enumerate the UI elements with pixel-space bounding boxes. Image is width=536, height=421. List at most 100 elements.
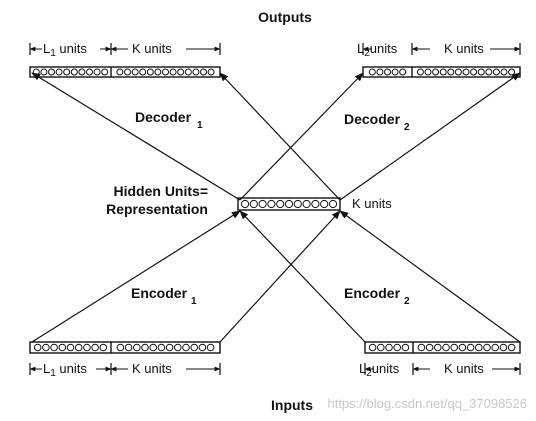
- unit-circle: [207, 68, 215, 76]
- unit-circle: [377, 343, 385, 352]
- dim-input-right: L2units K units: [359, 361, 521, 379]
- unit-circle: [101, 68, 109, 76]
- unit-circle: [50, 343, 58, 352]
- unit-circle: [284, 199, 294, 209]
- arrow-input-right-start-to-hidden: [239, 210, 366, 343]
- unit-circle: [74, 343, 83, 352]
- unit-circle: [462, 68, 470, 76]
- unit-circle: [55, 68, 63, 76]
- unit-circle: [86, 68, 93, 76]
- unit-circle: [470, 68, 478, 76]
- unit-circle: [447, 68, 455, 76]
- unit-circle: [182, 343, 190, 352]
- unit-circle: [198, 343, 207, 352]
- unit-circle: [432, 68, 440, 76]
- arrow-hidden-to-output-left-start: [31, 72, 241, 201]
- output-right-k-units: K units: [444, 41, 484, 56]
- representation-label: Representation: [106, 201, 208, 217]
- unit-circle: [328, 199, 338, 209]
- unit-circle: [139, 68, 147, 76]
- unit-circle: [165, 343, 174, 352]
- unit-bars: [29, 66, 521, 354]
- arrow-hidden-to-output-right-start: [239, 72, 364, 201]
- unit-circle: [499, 343, 508, 352]
- unit-circle: [466, 343, 475, 352]
- outputs-title: Outputs: [258, 9, 312, 25]
- unit-circle: [320, 199, 329, 209]
- unit-circle: [131, 68, 139, 76]
- input-right-l-units: L2units: [359, 361, 400, 379]
- unit-circle: [384, 68, 391, 76]
- unit-circle: [149, 343, 157, 352]
- unit-circle: [116, 343, 125, 352]
- unit-circle: [258, 199, 267, 209]
- unit-circle: [91, 343, 99, 352]
- unit-circle: [302, 199, 311, 209]
- unit-circle: [483, 343, 491, 352]
- unit-circle: [368, 343, 377, 352]
- unit-circle: [174, 343, 182, 352]
- unit-circle: [141, 343, 149, 352]
- unit-circle: [442, 343, 450, 352]
- unit-circle: [492, 68, 500, 76]
- arrow-hidden-to-output-left-end: [219, 72, 341, 201]
- input-left-l-units: L1 units: [43, 361, 87, 379]
- inputs-title: Inputs: [271, 397, 313, 413]
- input-right-k-units: K units: [444, 361, 484, 376]
- unit-circle: [267, 199, 276, 209]
- unit-circle: [116, 68, 124, 76]
- unit-circle: [416, 68, 424, 76]
- output-left-l-units: L1 units: [43, 41, 87, 59]
- unit-circle: [454, 68, 462, 76]
- unit-circle: [385, 343, 393, 352]
- decoder-1-label: Decoder1: [135, 109, 203, 131]
- unit-circle: [124, 343, 133, 352]
- unit-circle: [434, 343, 442, 352]
- output-left-k-units: K units: [132, 41, 172, 56]
- unit-circle: [70, 68, 78, 76]
- encoder-2-label: Encoder2: [344, 285, 410, 307]
- unit-circle: [500, 68, 508, 76]
- unit-circle: [157, 343, 166, 352]
- unit-circle: [376, 68, 384, 76]
- hidden-layer: [237, 197, 341, 211]
- unit-circle: [33, 343, 42, 352]
- decoder-2-label: Decoder2: [344, 111, 410, 133]
- unit-circle: [184, 68, 192, 76]
- unit-circle: [206, 343, 215, 352]
- unit-circle: [48, 68, 55, 76]
- unit-circle: [417, 343, 426, 352]
- input-layer-left: [29, 341, 221, 354]
- unit-circle: [154, 68, 162, 76]
- arrow-hidden-to-output-right-end: [339, 72, 521, 201]
- unit-circle: [177, 68, 185, 76]
- unit-circle: [393, 343, 402, 352]
- unit-circle: [200, 68, 207, 76]
- unit-circle: [507, 343, 516, 352]
- unit-circle: [368, 68, 376, 76]
- output-layer-left: [29, 66, 221, 78]
- input-left-k-units: K units: [132, 361, 172, 376]
- output-right-l-units: L2units: [357, 41, 398, 59]
- unit-circle: [293, 199, 302, 209]
- unit-circle: [475, 343, 483, 352]
- unit-circle: [424, 68, 432, 76]
- unit-circle: [93, 68, 101, 76]
- unit-circle: [485, 68, 493, 76]
- unit-circle: [192, 68, 200, 76]
- dim-output-right: L2units K units: [357, 41, 521, 59]
- unit-circle: [249, 199, 258, 209]
- unit-circle: [63, 68, 71, 76]
- input-layer-right: [364, 341, 521, 354]
- unit-circle: [311, 199, 320, 209]
- unit-circle: [450, 343, 459, 352]
- arrow-input-right-end-to-hidden: [339, 210, 521, 343]
- unit-circle: [40, 68, 48, 76]
- unit-circle: [276, 199, 285, 209]
- hidden-units-label: Hidden Units=: [113, 183, 208, 199]
- unit-circle: [391, 68, 399, 76]
- unit-circle: [146, 68, 154, 76]
- unit-circle: [58, 343, 67, 352]
